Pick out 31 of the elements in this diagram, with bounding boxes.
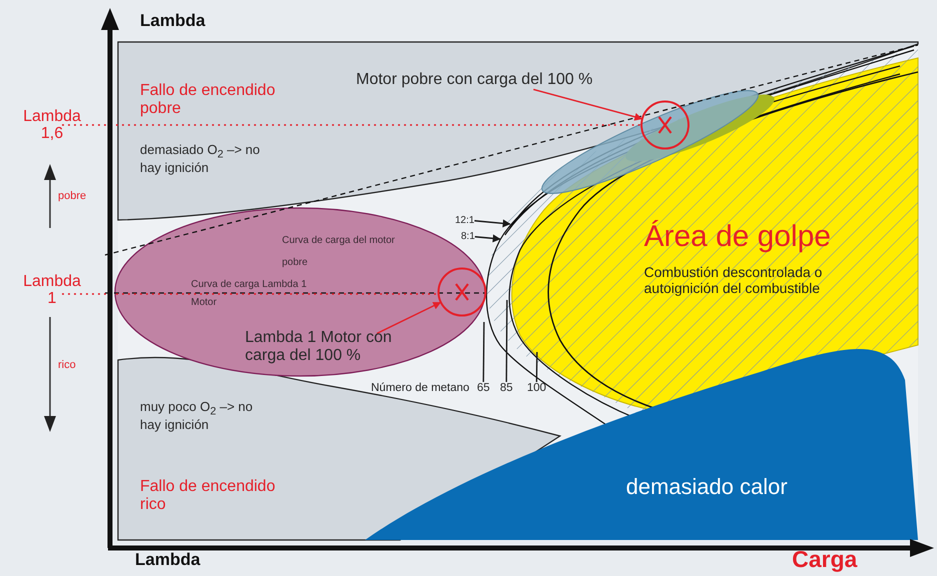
axis-value: Lambda 1 <box>22 274 82 308</box>
leader-arrow <box>376 302 442 334</box>
region-title: Fallo de encendido rico <box>140 478 276 515</box>
region-title: demasiado calor <box>626 474 788 500</box>
direction-label: pobre <box>58 190 86 203</box>
leader-line <box>536 352 538 382</box>
methane-number: 100 <box>527 382 546 396</box>
callout-text: Lambda 1 Motor con carga del 100 % <box>245 329 410 366</box>
leader-line <box>482 322 485 382</box>
leader-arrow <box>474 234 501 242</box>
region-note: demasiado O$_{2}$ –> no hay ignición <box>140 143 261 176</box>
target-circle-marker <box>640 100 690 150</box>
callout-text: Motor pobre con carga del 100 % <box>356 71 593 90</box>
region-title: Fallo de encendido pobre <box>140 82 276 119</box>
ratio-label: 8:1 <box>461 231 475 242</box>
scale-label: Número de metano <box>371 382 470 396</box>
axis-title: Carga <box>792 546 858 572</box>
leader-arrow <box>533 88 643 121</box>
axis-title: Lambda <box>140 11 206 31</box>
axis-title: Lambda <box>135 550 200 570</box>
region-note: muy poco O$_{2}$ –> no hay ignición <box>140 400 254 433</box>
curve-label: Curva de carga Lambda 1 Motor <box>191 278 308 310</box>
leader-line <box>506 300 508 382</box>
methane-number: 85 <box>500 382 513 396</box>
curve-label: Curva de carga del motor pobre <box>282 234 396 270</box>
direction-label: rico <box>58 359 76 372</box>
leader-arrow <box>474 219 511 228</box>
ratio-label: 12:1 <box>455 215 474 226</box>
target-circle-marker <box>437 267 487 317</box>
axis-value: Lambda 1,6 <box>22 109 82 143</box>
methane-number: 65 <box>477 382 490 396</box>
